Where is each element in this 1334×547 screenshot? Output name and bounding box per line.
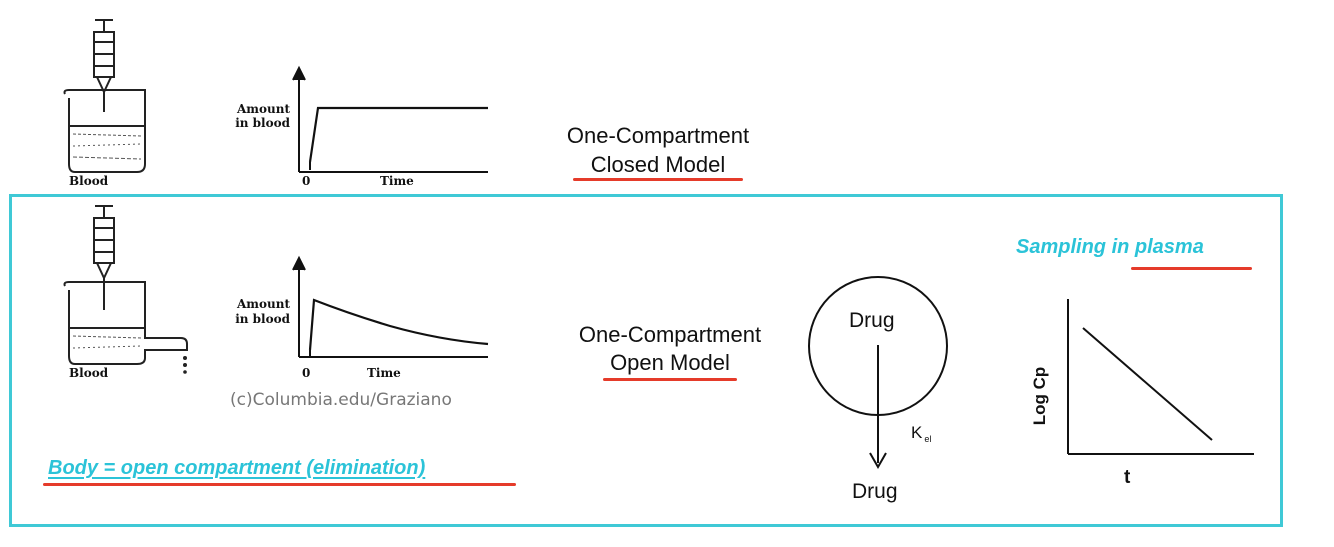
- open-model-frame: [9, 194, 1283, 527]
- open-model-title-1: One-Compartment: [578, 322, 762, 347]
- drug-in-compartment: Drug: [849, 309, 895, 332]
- closed-model-title-1: One-Compartment: [566, 123, 750, 148]
- image-credit: (c)Columbia.edu/Graziano: [230, 390, 452, 410]
- beaker-label-open: Blood: [69, 366, 109, 380]
- log-plot-xlabel: t: [1124, 467, 1131, 488]
- open-model-title-2: Open Model: [610, 350, 730, 375]
- open-graph-xlabel: Time: [367, 366, 401, 380]
- beaker-label-closed: Blood: [69, 174, 109, 188]
- open-graph-origin: 0: [302, 366, 311, 380]
- open-compartment-note: Body = open compartment (elimination): [48, 457, 426, 479]
- closed-graph-origin: 0: [302, 174, 311, 188]
- compartment-circle-diagram: [808, 276, 948, 470]
- closed-model-title-2: Closed Model: [590, 152, 726, 177]
- closed-graph-xlabel: Time: [380, 174, 414, 188]
- closed-model-graph: [292, 65, 488, 173]
- open-model-graph: [292, 255, 489, 358]
- closed-graph-ylabel-1: Amount: [236, 102, 290, 116]
- log-cp-plot: [1067, 299, 1254, 455]
- closed-graph-ylabel-2: in blood: [235, 116, 290, 130]
- syringe-beaker-open-icon: [63, 205, 188, 374]
- open-graph-ylabel-1: Amount: [236, 297, 290, 311]
- sampling-underline: [1131, 267, 1252, 270]
- log-plot-ylabel: Log Cp: [1030, 366, 1049, 426]
- open-model-underline: [603, 378, 737, 381]
- closed-model-underline: [573, 178, 743, 181]
- drug-eliminated: Drug: [852, 480, 898, 503]
- syringe-beaker-closed-icon: [63, 19, 146, 173]
- open-graph-ylabel-2: in blood: [235, 312, 290, 326]
- sampling-heading: Sampling in plasma: [1016, 236, 1204, 258]
- note-underline: [43, 483, 516, 486]
